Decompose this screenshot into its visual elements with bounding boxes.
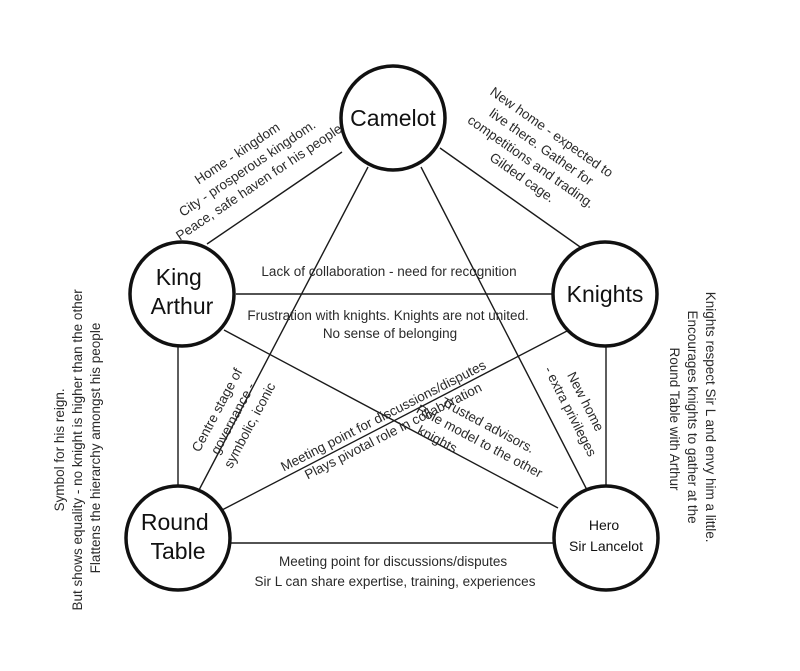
node-king-arthur: King Arthur (128, 240, 236, 348)
node-knights: Knights (551, 240, 659, 348)
annotation-arthur-knights-top: Lack of collaboration - need for recogni… (261, 264, 516, 279)
node-camelot: Camelot (339, 64, 447, 172)
node-camelot-label: Camelot (350, 105, 436, 131)
annotation-arthur-knights-bottom: Frustration with knights. Knights are no… (247, 308, 532, 341)
edges (177, 147, 607, 544)
annotation-camelot-lancelot: New home - extra privileges (541, 356, 615, 459)
svg-text:Knights respect Sir L and envy: Knights respect Sir L and envy him a lit… (667, 292, 718, 547)
svg-text:Symbol for his reign. Bu: Symbol for his reign. But shows equality… (52, 286, 103, 611)
annotation-camelot-arthur: Home - kingdom City - prosperous kingdom… (153, 91, 345, 243)
annotation-table-lancelot: Meeting point for discussions/disputes S… (255, 554, 536, 589)
node-knights-label: Knights (567, 281, 644, 307)
annotation-camelot-table: Centre stage of governance - symbolic, i… (189, 362, 279, 471)
annotation-camelot-knights: New home - expected to live there. Gathe… (455, 83, 621, 228)
edge-camelot-arthur (206, 151, 343, 245)
svg-text:New home - expected to l: New home - expected to live there. Gathe… (455, 83, 621, 228)
svg-text:Home - kingdom City - pr: Home - kingdom City - prosperous kingdom… (153, 91, 345, 243)
node-round-table: Round Table (124, 484, 232, 592)
svg-text:Centre stage of governan: Centre stage of governance - symbolic, i… (189, 362, 279, 471)
node-sir-lancelot: Hero Sir Lancelot (552, 484, 660, 592)
node-sir-lancelot-label: Hero Sir Lancelot (569, 517, 643, 554)
edge-knights-table (221, 330, 568, 511)
svg-text:New home - extra privile: New home - extra privileges (541, 356, 615, 459)
node-king-arthur-label: King Arthur (151, 264, 214, 319)
node-round-table-label: Round Table (141, 509, 215, 564)
edge-camelot-table (198, 166, 369, 491)
annotation-arthur-table: Symbol for his reign. But shows equality… (52, 286, 103, 611)
annotation-knights-lancelot: Knights respect Sir L and envy him a lit… (667, 292, 718, 547)
edge-arthur-lancelot (223, 329, 559, 509)
edge-camelot-knights (439, 147, 584, 250)
edge-camelot-lancelot (420, 166, 588, 491)
